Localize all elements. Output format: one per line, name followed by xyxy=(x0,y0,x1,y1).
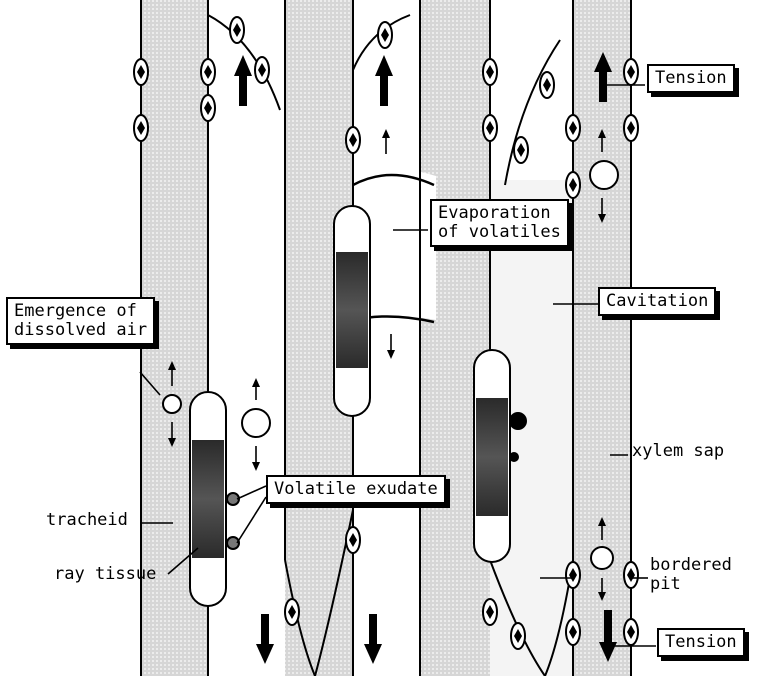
bordered-pit xyxy=(624,562,638,588)
cavitation-text: Cavitation xyxy=(606,292,708,311)
air-bubble xyxy=(591,547,613,569)
exudate-droplet xyxy=(510,453,518,461)
arrow-up-icon xyxy=(382,129,390,154)
exudate-droplet xyxy=(510,413,526,429)
tracheid-text: tracheid xyxy=(46,511,128,530)
emergence-label: Emergence of dissolved air xyxy=(6,297,155,345)
arrow-down-icon xyxy=(387,334,395,359)
ray-tissue-label: ray tissue xyxy=(54,565,156,584)
tracheid-label: tracheid xyxy=(46,511,128,530)
arrow-down-icon xyxy=(364,614,382,664)
bordered-pit xyxy=(134,115,148,141)
bordered-pit xyxy=(624,619,638,645)
air-bubble xyxy=(590,161,618,189)
ray-cell-left xyxy=(190,392,226,606)
bordered-pit xyxy=(201,59,215,85)
bordered-pit xyxy=(378,22,392,48)
ray-cell-middle xyxy=(334,206,370,416)
tension-text: Tension xyxy=(665,633,737,652)
ray-tissue-text: ray tissue xyxy=(54,565,156,584)
tapered-wall xyxy=(505,40,560,185)
volatile-exudate-label: Volatile exudate xyxy=(266,475,446,504)
bordered-pit xyxy=(483,599,497,625)
bordered-pit xyxy=(511,623,525,649)
bordered-pit xyxy=(201,95,215,121)
bordered-pit xyxy=(230,17,244,43)
xylem-sap-label: xylem sap xyxy=(632,442,724,461)
evaporation-text-line1: Evaporation xyxy=(438,204,561,223)
cavitation-label: Cavitation xyxy=(598,287,716,316)
bordered-pit xyxy=(255,57,269,83)
evaporation-label: Evaporation of volatiles xyxy=(430,199,569,247)
bordered-pit xyxy=(346,527,360,553)
tension-text: Tension xyxy=(655,69,727,88)
bordered-pit xyxy=(285,599,299,625)
lumen-3 xyxy=(420,0,490,676)
bordered-pit xyxy=(346,127,360,153)
air-bubble xyxy=(163,395,181,413)
bordered-pit xyxy=(514,137,528,163)
leader-line xyxy=(237,497,266,543)
leader-line xyxy=(237,486,266,499)
emergence-text-line2: dissolved air xyxy=(14,321,147,340)
tension-label-top: Tension xyxy=(647,64,735,93)
bordered-pit xyxy=(566,172,580,198)
volatile-exudate-text: Volatile exudate xyxy=(274,480,438,499)
bordered-pit xyxy=(540,72,554,98)
bordered-pit-text-line1: bordered xyxy=(650,556,732,575)
xylem-sap-text: xylem sap xyxy=(632,442,724,461)
arrow-up-icon xyxy=(252,378,260,400)
arrow-down-icon xyxy=(256,614,274,664)
evaporation-text-line2: of volatiles xyxy=(438,223,561,242)
bordered-pit xyxy=(483,115,497,141)
bordered-pit xyxy=(566,115,580,141)
bordered-pit xyxy=(624,59,638,85)
arrow-up-icon xyxy=(234,55,252,106)
bordered-pit-text-line2: pit xyxy=(650,575,732,594)
bordered-pit xyxy=(624,115,638,141)
arrow-down-icon xyxy=(252,446,260,471)
arrow-up-icon xyxy=(375,55,393,106)
bordered-pit xyxy=(483,59,497,85)
bordered-pit-label: bordered pit xyxy=(650,556,732,594)
bordered-pit xyxy=(134,59,148,85)
tension-label-bottom: Tension xyxy=(657,628,745,657)
air-bubble xyxy=(242,409,270,437)
emergence-text-line1: Emergence of xyxy=(14,302,147,321)
ray-cell-right xyxy=(474,350,510,562)
bordered-pit xyxy=(566,619,580,645)
bordered-pit xyxy=(566,562,580,588)
